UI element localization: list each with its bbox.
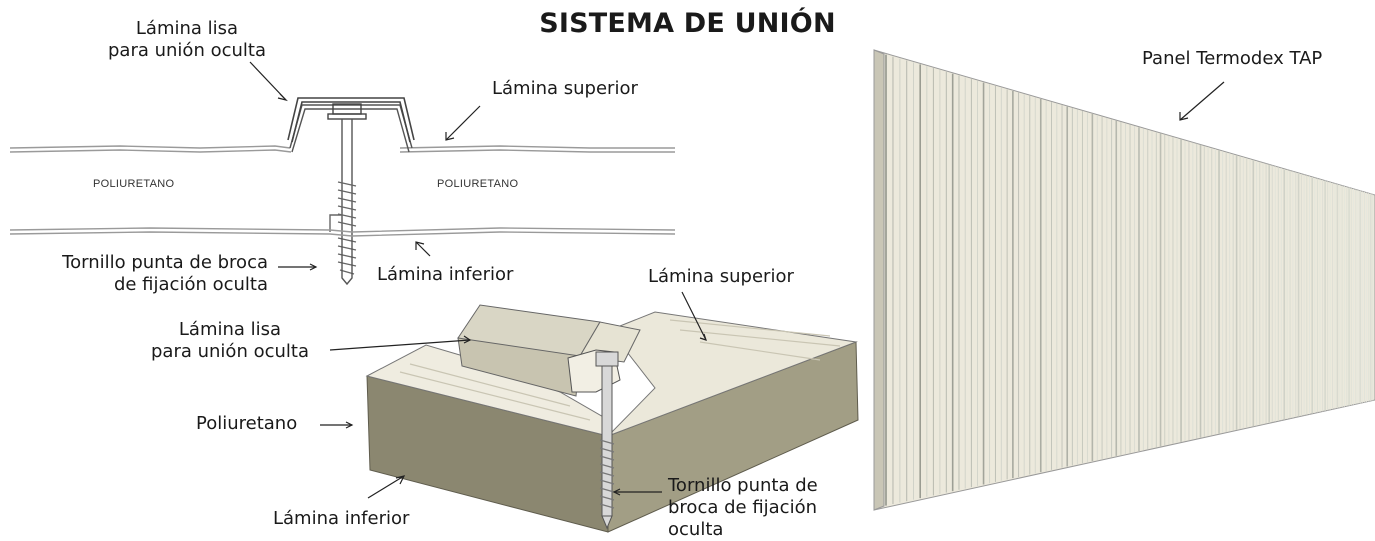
panel-perspective: [873, 49, 1375, 511]
iso-label-bottom-sheet: Lámina inferior: [273, 508, 410, 529]
panel-leader: [1179, 81, 1225, 121]
iso-view: [365, 304, 859, 533]
panel-face: [873, 49, 1375, 511]
section-label-core-left: POLIURETANO: [93, 178, 175, 190]
section-top-sheet-left: [9, 145, 291, 149]
diagram-title: SISTEMA DE UNIÓN: [539, 8, 836, 39]
section-label-core-right: POLIURETANO: [437, 178, 519, 190]
section-label-sheet: Lámina lisa para unión oculta: [108, 18, 266, 61]
section-label-screw: Tornillo punta de broca de fijación ocul…: [62, 252, 268, 295]
panel-edge: [873, 49, 885, 511]
section-bottom-sheet: [9, 227, 676, 233]
section-leaders: [249, 61, 481, 271]
panel-stripes: [885, 54, 1374, 506]
section-screw-shank: [341, 119, 353, 232]
section-cap-sheet: [287, 97, 415, 143]
section-view: [9, 97, 676, 286]
iso-label-core: Poliuretano: [196, 413, 298, 434]
iso-label-top-sheet: Lámina superior: [648, 266, 794, 287]
iso-label-sheet: Lámina lisa para unión oculta: [151, 319, 309, 362]
iso-leaders: [320, 291, 707, 499]
section-label-bottom-sheet: Lámina inferior: [377, 264, 514, 285]
iso-top-sheet-right: [607, 311, 858, 437]
section-top-sheet-right: [399, 145, 675, 149]
section-rib: [289, 104, 413, 153]
section-label-top-sheet: Lámina superior: [492, 78, 638, 99]
iso-label-screw: Tornillo punta de broca de fijación ocul…: [668, 475, 818, 540]
panel-label: Panel Termodex TAP: [1142, 48, 1323, 69]
section-screw-threads: [337, 181, 357, 275]
